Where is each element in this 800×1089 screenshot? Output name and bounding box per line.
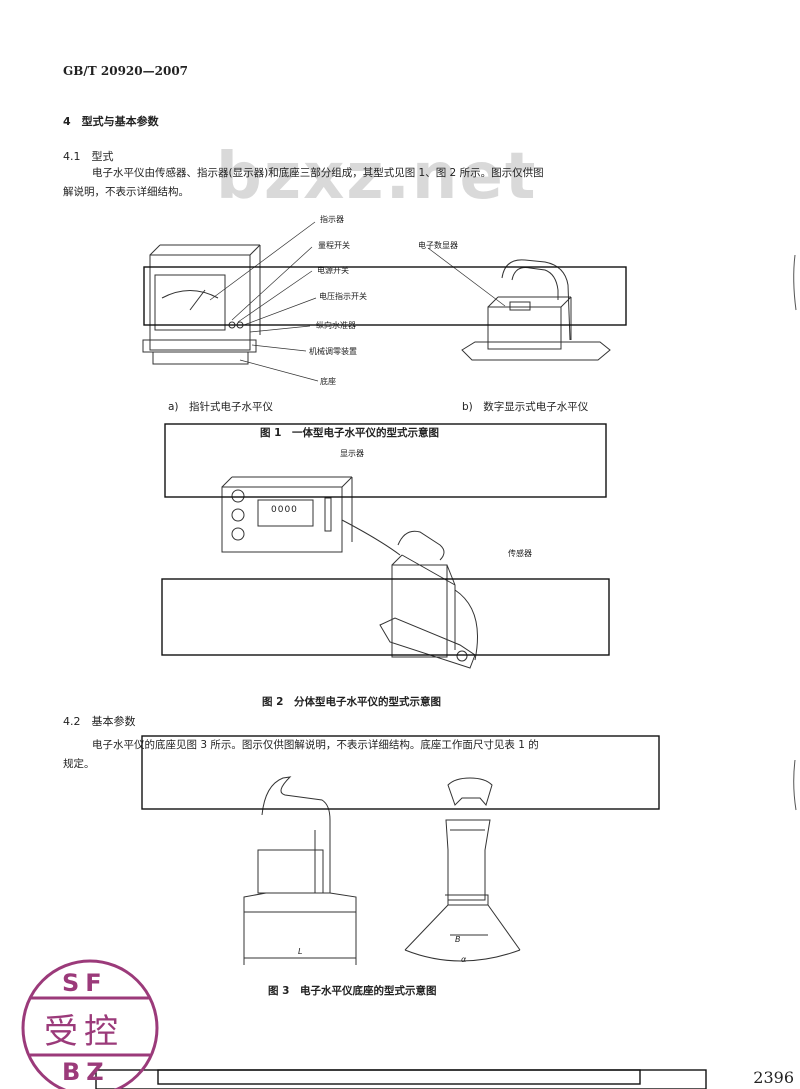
label-mechanical-zero: 机械调零装置 [309,347,357,356]
overlay-box-6 [157,1069,641,1085]
figure1-caption: 图 1 一体型电子水平仪的型式示意图 [260,427,439,439]
digital-level-drawing [461,259,611,361]
margin-mark-1 [793,254,797,311]
figure1-sub-a: a) 指针式电子水平仪 [168,401,274,413]
section-4-2-para-line1: 电子水平仪的底座见图 3 所示。图示仅供图解说明，不表示详细结构。底座工作面尺寸… [92,739,539,751]
standard-number: GB/T 20920—2007 [63,64,189,78]
split-level-drawing [221,476,478,669]
dim-alpha: α [461,955,467,964]
figure3-caption: 图 3 电子水平仪底座的型式示意图 [268,985,437,997]
label-sensor: 传感器 [508,549,532,558]
leader-lines [209,221,506,382]
section-4-1-title: 4.1 型式 [63,150,114,163]
section-4-2-title: 4.2 基本参数 [63,715,136,728]
section-4-title: 4 型式与基本参数 [63,115,159,128]
section-4-2-para-line2: 规定。 [63,758,95,770]
page-number: 2396 [753,1068,794,1087]
dim-L: L [298,947,303,956]
overlay-box-2 [164,423,607,498]
overlay-box-5 [95,1069,707,1089]
dim-B: B [455,935,461,944]
figure2-caption: 图 2 分体型电子水平仪的型式示意图 [262,696,441,708]
overlay-box-1 [143,266,627,326]
label-indicator: 指示器 [320,215,344,224]
margin-mark-2 [793,759,797,811]
label-base: 底座 [320,377,336,386]
stamp-bottom-text: BZ [62,1058,110,1086]
overlay-box-4 [141,735,660,810]
label-display: 显示器 [340,449,364,458]
sf-bz-stamp [21,959,159,1089]
label-power-switch: 电源开关 [317,266,349,275]
section-4-1-para-line2: 解说明，不表示详细结构。 [63,186,189,198]
stamp-top-text: SF [62,969,108,997]
display-readout: 0000 [271,505,298,515]
base-diagram-drawing [243,776,521,965]
watermark: bzxz.net [216,140,538,214]
label-digital-display: 电子数显器 [418,241,458,250]
stamp-middle-text: 受控 [44,1012,124,1052]
label-voltage-switch: 电压指示开关 [319,292,367,301]
label-longitudinal-level: 纵向水准器 [316,321,356,330]
section-4-1-para-line1: 电子水平仪由传感器、指示器(显示器)和底座三部分组成，其型式见图 1、图 2 所… [92,167,544,179]
pointer-level-drawing [142,244,261,365]
overlay-box-3 [161,578,610,656]
label-range-switch: 量程开关 [318,241,350,250]
figure1-sub-b: b) 数字显示式电子水平仪 [462,401,589,413]
